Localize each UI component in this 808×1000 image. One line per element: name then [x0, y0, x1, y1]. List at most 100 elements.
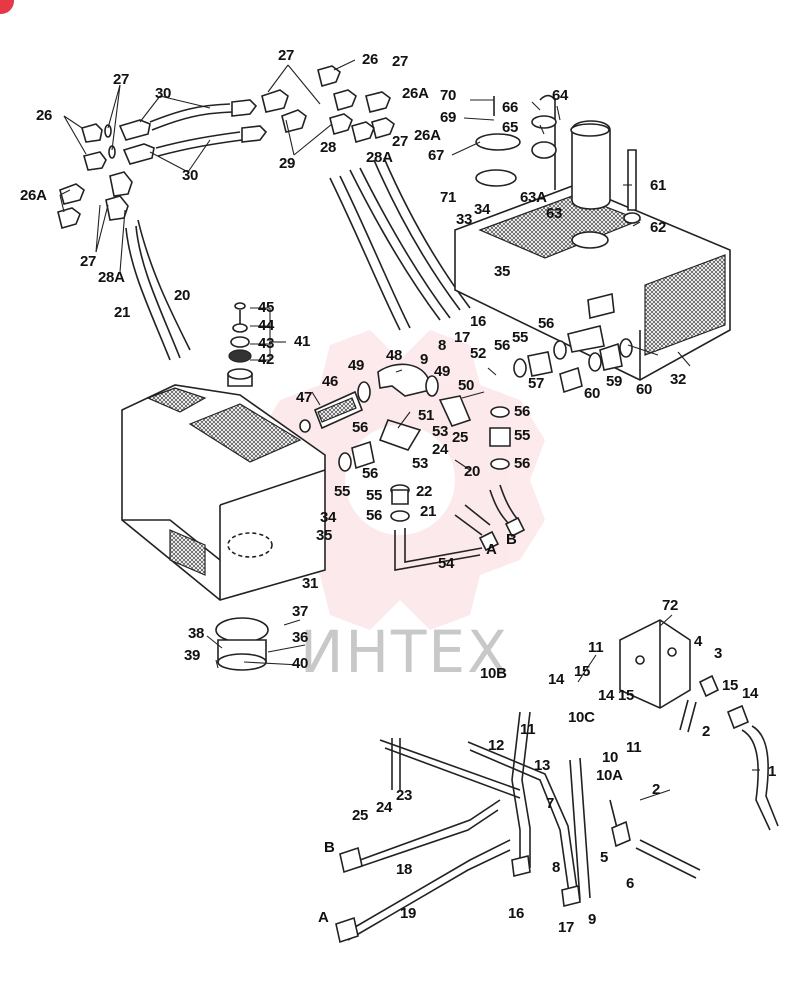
callout-10: 10 — [602, 749, 619, 766]
callout-27: 27 — [113, 71, 130, 88]
lower-lines-group — [335, 699, 779, 944]
callout-15: 15 — [618, 687, 635, 704]
callout-15: 15 — [722, 677, 739, 694]
callout-8: 8 — [552, 859, 561, 876]
callout-18: 18 — [396, 861, 413, 878]
callout-B: B — [324, 839, 335, 856]
callout-59: 59 — [606, 373, 623, 390]
callout-52: 52 — [470, 345, 487, 362]
callout-34: 34 — [320, 509, 337, 526]
callout-31: 31 — [302, 575, 319, 592]
callout-3: 3 — [714, 645, 723, 662]
callout-13: 13 — [534, 757, 551, 774]
callout-9: 9 — [420, 351, 429, 368]
callout-10a: 10A — [596, 767, 623, 784]
callout-40: 40 — [292, 655, 309, 672]
callout-55: 55 — [512, 329, 529, 346]
left-fittings-group — [57, 99, 268, 361]
callout-11: 11 — [520, 721, 536, 738]
callout-10c: 10C — [568, 709, 595, 726]
callout-67: 67 — [428, 147, 445, 164]
callout-17: 17 — [454, 329, 471, 346]
callout-14: 14 — [742, 685, 759, 702]
callout-26a: 26A — [414, 127, 441, 144]
callout-56: 56 — [352, 419, 369, 436]
callout-9: 9 — [588, 911, 597, 928]
callout-28a: 28A — [98, 269, 125, 286]
callout-54: 54 — [438, 555, 455, 572]
callout-12: 12 — [488, 737, 505, 754]
callout-4: 4 — [694, 633, 703, 650]
callout-11: 11 — [588, 639, 604, 656]
callout-16: 16 — [470, 313, 487, 330]
callout-22: 22 — [416, 483, 433, 500]
callout-56: 56 — [538, 315, 555, 332]
callout-56: 56 — [514, 403, 531, 420]
callout-45: 45 — [258, 299, 275, 316]
callout-70: 70 — [440, 87, 457, 104]
callout-23: 23 — [396, 787, 413, 804]
watermark-text: ИНТЕХ — [300, 618, 509, 686]
callout-26: 26 — [362, 51, 379, 68]
callout-49: 49 — [434, 363, 451, 380]
callout-25: 25 — [352, 807, 369, 824]
callout-42: 42 — [258, 351, 275, 368]
callout-30: 30 — [182, 167, 199, 184]
callout-35: 35 — [316, 527, 333, 544]
callout-20: 20 — [464, 463, 481, 480]
callout-46: 46 — [322, 373, 339, 390]
hydraulic-tank — [454, 94, 731, 381]
leader-lines — [59, 59, 760, 801]
callout-60: 60 — [636, 381, 653, 398]
callout-56: 56 — [366, 507, 383, 524]
callout-62: 62 — [650, 219, 667, 236]
callout-71: 71 — [440, 189, 457, 206]
callout-53: 53 — [432, 423, 449, 440]
callout-55: 55 — [334, 483, 351, 500]
callout-26a: 26A — [402, 85, 429, 102]
callout-35: 35 — [494, 263, 511, 280]
callout-60: 60 — [584, 385, 601, 402]
callout-63: 63 — [546, 205, 563, 222]
callout-2: 2 — [702, 723, 711, 740]
callout-65: 65 — [502, 119, 519, 136]
callout-38: 38 — [188, 625, 205, 642]
callout-28: 28 — [320, 139, 337, 156]
callout-44: 44 — [258, 317, 275, 334]
callout-11: 11 — [626, 739, 642, 756]
callout-50: 50 — [458, 377, 475, 394]
callout-32: 32 — [670, 371, 687, 388]
tank-fittings-row — [513, 293, 633, 394]
callout-27: 27 — [80, 253, 97, 270]
callout-53: 53 — [412, 455, 429, 472]
callout-36: 36 — [292, 629, 309, 646]
callout-49: 49 — [348, 357, 365, 374]
callout-21: 21 — [114, 304, 131, 321]
callout-14: 14 — [598, 687, 615, 704]
callout-19: 19 — [400, 905, 417, 922]
callout-1: 1 — [768, 763, 777, 780]
callout-8: 8 — [438, 337, 447, 354]
callout-A: A — [318, 909, 329, 926]
callout-61: 61 — [650, 177, 667, 194]
callout-30: 30 — [155, 85, 172, 102]
callout-56: 56 — [514, 455, 531, 472]
callout-51: 51 — [418, 407, 435, 424]
callout-10b: 10B — [480, 665, 507, 682]
callout-69: 69 — [440, 109, 457, 126]
callout-56: 56 — [494, 337, 511, 354]
callout-2: 2 — [652, 781, 661, 798]
callout-26: 26 — [36, 107, 53, 124]
callout-33: 33 — [456, 211, 473, 228]
callout-25: 25 — [452, 429, 469, 446]
callout-55: 55 — [514, 427, 531, 444]
callout-29: 29 — [279, 155, 296, 172]
callout-72: 72 — [662, 597, 679, 614]
bottom-pipe-group — [390, 406, 526, 571]
callout-7: 7 — [546, 795, 555, 812]
callout-27: 27 — [392, 53, 409, 70]
callout-57: 57 — [528, 375, 545, 392]
breather-group — [227, 302, 253, 387]
callout-37: 37 — [292, 603, 309, 620]
